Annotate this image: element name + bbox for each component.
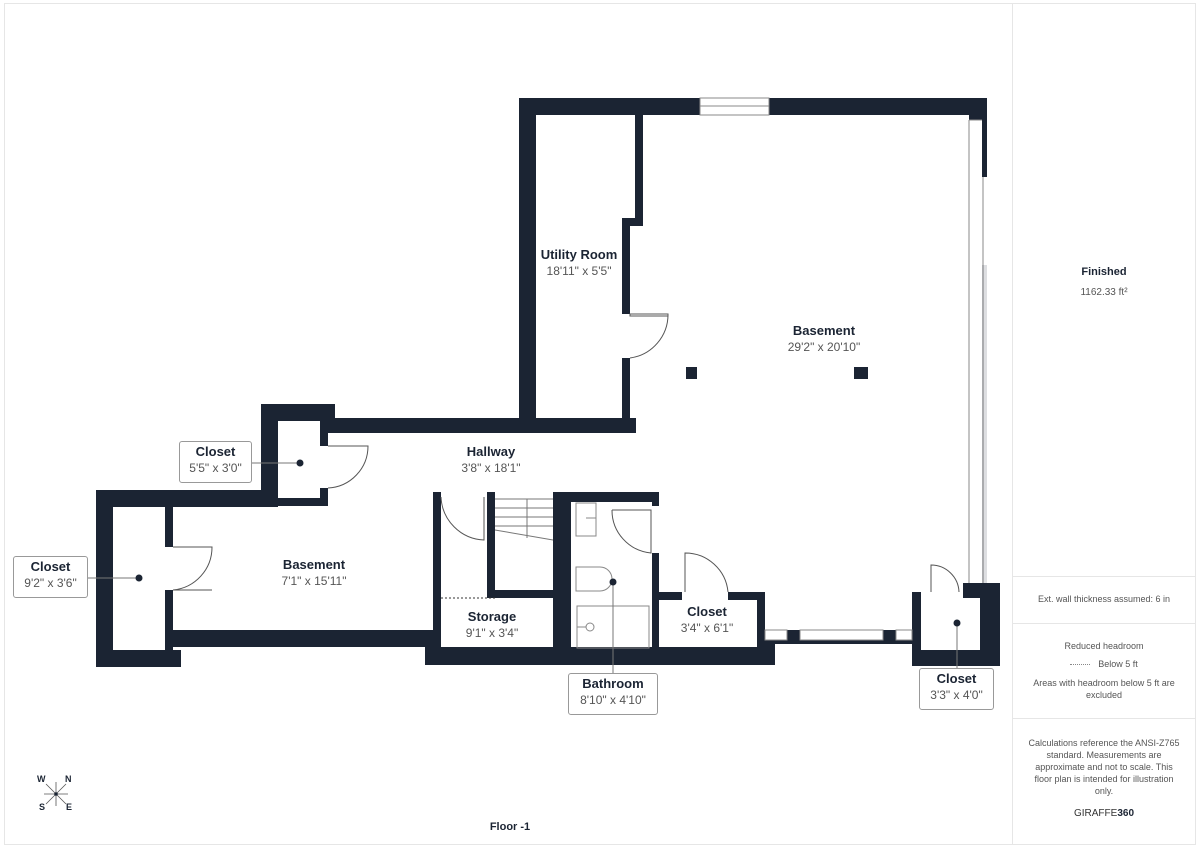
room-dimensions: 3'4" x 6'1" (680, 621, 734, 635)
room-name: Closet (687, 604, 727, 619)
callout-bathroom: Bathroom 8'10" x 4'10" (568, 673, 658, 715)
headroom-legend: Below 5 ft (1013, 659, 1195, 669)
room-name: Bathroom (582, 676, 644, 691)
room-label-hallway: Hallway 3'8" x 18'1" (461, 444, 520, 476)
room-dimensions: 7'1" x 15'11" (281, 574, 347, 588)
room-name: Storage (467, 609, 517, 624)
room-dimensions: 18'11" x 5'5" (546, 264, 612, 278)
room-label-basement-main: Basement 29'2" x 20'10" (788, 323, 861, 355)
floor-title: Floor -1 (489, 821, 531, 833)
divider (1013, 576, 1195, 577)
divider (1013, 718, 1195, 719)
finished-label: Finished (1081, 266, 1127, 278)
dotted-line-icon (1070, 664, 1091, 666)
room-dimensions: 3'3" x 4'0" (930, 688, 983, 702)
room-label-basement-small: Basement 7'1" x 15'11" (282, 557, 347, 589)
room-name: Hallway (466, 444, 516, 459)
room-label-utility: Utility Room 18'11" x 5'5" (541, 247, 618, 279)
stairs (494, 498, 554, 541)
room-name: Basement (282, 557, 346, 572)
room-name: Basement (792, 323, 856, 338)
leader-lines (87, 462, 958, 675)
divider (1013, 623, 1195, 624)
compass: W N S E (34, 774, 78, 814)
doors (172, 313, 960, 593)
floor-plan (87, 97, 1000, 675)
compass-w: W (37, 774, 46, 784)
room-name: Closet (936, 671, 977, 686)
info-sidebar: Finished 1162.33 ft² Ext. wall thickness… (1012, 3, 1196, 845)
compass-s: S (39, 802, 46, 812)
room-dimensions: 8'10" x 4'10" (580, 693, 646, 707)
callout-closet-right: Closet 3'3" x 4'0" (919, 668, 994, 710)
page-frame (4, 3, 1196, 845)
wall-thickness-note: Ext. wall thickness assumed: 6 in (1037, 594, 1171, 604)
disclaimer: Calculations reference the ANSI-Z765 sta… (1028, 738, 1180, 796)
room-dimensions: 3'8" x 18'1" (461, 461, 521, 475)
room-dimensions: 5'5" x 3'0" (189, 461, 242, 475)
room-name: Closet (30, 559, 71, 574)
finished-area: 1162.33 ft² (1080, 287, 1128, 298)
room-label-storage: Storage 9'1" x 3'4" (466, 609, 518, 641)
room-dimensions: 29'2" x 20'10" (787, 340, 861, 354)
headroom-title: Reduced headroom (1064, 641, 1144, 651)
room-label-closet-mid: Closet 3'4" x 6'1" (681, 604, 733, 636)
callout-closet-top: Closet 5'5" x 3'0" (179, 441, 252, 483)
right-wall-thin (968, 119, 984, 583)
headroom-legend-text: Below 5 ft (1098, 659, 1138, 669)
brand-logo: GIRAFFE360 (1013, 808, 1195, 819)
compass-n: N (65, 774, 72, 784)
room-name: Closet (195, 444, 236, 459)
callout-closet-left: Closet 9'2" x 3'6" (13, 556, 88, 598)
compass-e: E (66, 802, 73, 812)
walls (96, 98, 1000, 667)
room-name: Utility Room (540, 247, 618, 262)
brand-light: GIRAFFE (1073, 808, 1118, 819)
room-dimensions: 9'1" x 3'4" (465, 626, 519, 640)
headroom-note: Areas with headroom below 5 ft are exclu… (1033, 678, 1175, 700)
compass-rose-icon (44, 782, 68, 806)
window-top (699, 97, 770, 116)
leader-dots (135, 459, 961, 627)
brand-bold: 360 (1117, 808, 1135, 819)
bottom-windows (764, 629, 913, 641)
room-dimensions: 9'2" x 3'6" (24, 576, 77, 590)
